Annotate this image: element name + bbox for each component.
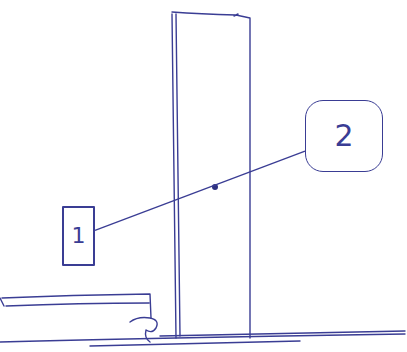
ledge — [0, 294, 151, 318]
callout-bubble: 2 — [305, 100, 383, 172]
callout-box: 1 — [62, 206, 95, 266]
leader-line — [95, 151, 305, 230]
floor-lines — [0, 331, 405, 346]
callout-number: 2 — [334, 121, 353, 151]
callout-number: 1 — [72, 225, 86, 247]
wall-outline — [172, 12, 250, 338]
